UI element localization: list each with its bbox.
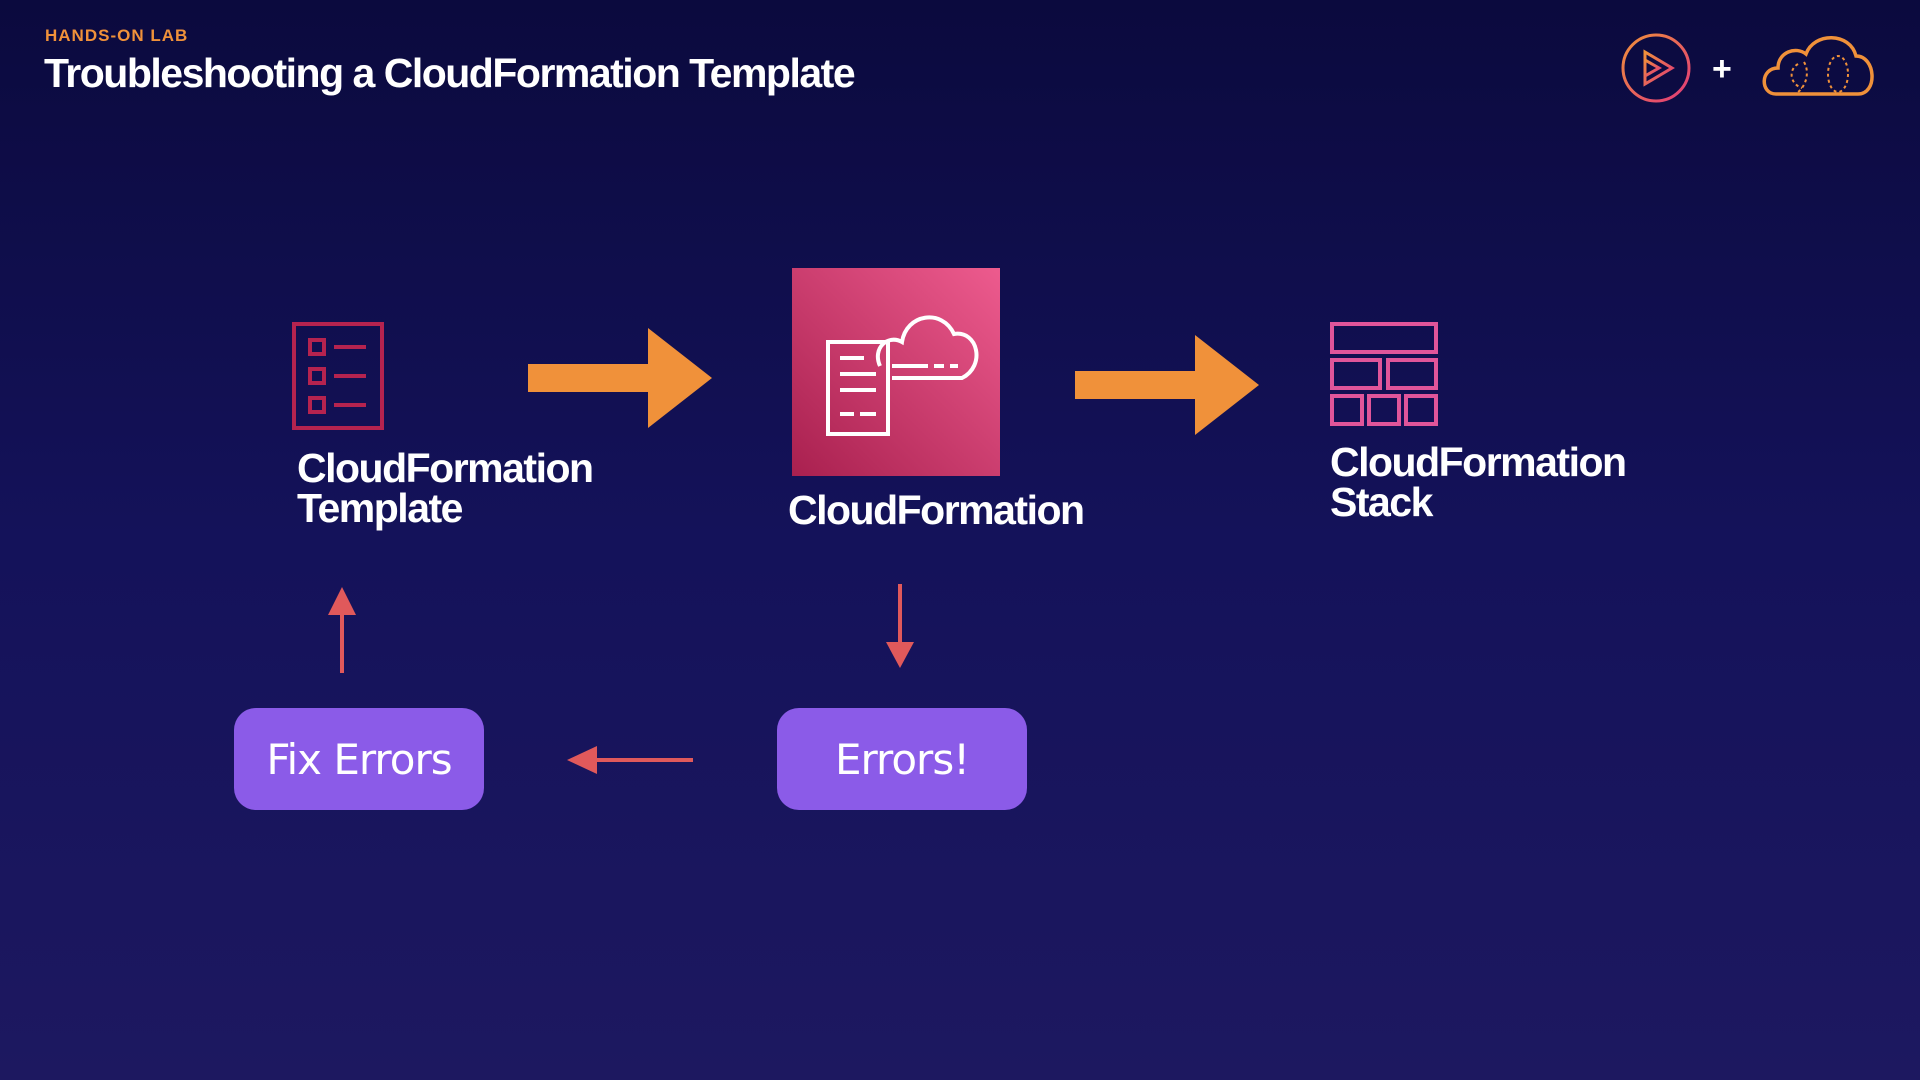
arrow-cloudformation-to-stack xyxy=(1075,335,1260,435)
cloudformation-service-icon xyxy=(792,268,1000,476)
page-title: Troubleshooting a CloudFormation Templat… xyxy=(44,50,856,96)
checklist-template-icon xyxy=(290,320,386,432)
arrow-fix-to-template xyxy=(322,585,362,675)
cloud-icon xyxy=(1758,26,1878,106)
template-label: CloudFormation Template xyxy=(297,445,594,531)
play-circle-icon xyxy=(1620,32,1692,104)
stack-label: CloudFormation Stack xyxy=(1330,439,1627,525)
stack-grid-icon xyxy=(1328,320,1440,430)
section-eyebrow: HANDS-ON LAB xyxy=(45,26,189,45)
arrow-cloudformation-to-errors xyxy=(880,582,920,672)
arrow-errors-to-fix xyxy=(565,740,695,780)
errors-box: Errors! xyxy=(777,708,1027,810)
arrow-template-to-cloudformation xyxy=(528,328,713,428)
plus-sign: + xyxy=(1712,50,1732,88)
cloudformation-label: CloudFormation xyxy=(788,487,1085,533)
fix-errors-box: Fix Errors xyxy=(234,708,484,810)
